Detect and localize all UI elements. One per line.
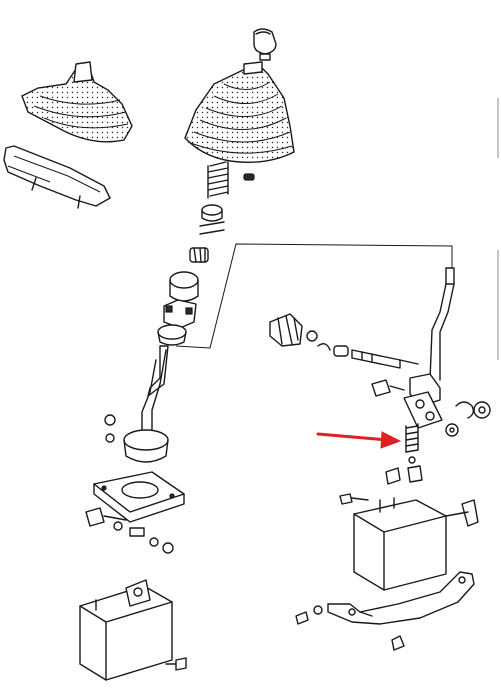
mounting-bracket: [353, 465, 479, 591]
shift-boot: [184, 61, 295, 163]
callout-arrow: [316, 431, 402, 449]
gear-knob: [253, 28, 277, 61]
small-boot: [21, 61, 133, 143]
support-arm: [327, 571, 475, 625]
selector-rod: [269, 313, 419, 369]
detent-spring: [405, 423, 419, 464]
bracket-housing: [79, 579, 173, 681]
bolts-and-washers: [85, 493, 405, 671]
ball-socket: [104, 414, 169, 463]
bushing: [189, 204, 225, 263]
spring: [207, 161, 255, 199]
page-edge-mark-bottom: [497, 250, 499, 360]
shift-lever: [141, 271, 199, 433]
console-trim: [3, 145, 111, 209]
pivot-bracket: [371, 373, 491, 437]
lever-base-plate: [93, 471, 185, 523]
linkage-rod: [175, 243, 455, 381]
page-edge-mark-top: [497, 98, 499, 158]
